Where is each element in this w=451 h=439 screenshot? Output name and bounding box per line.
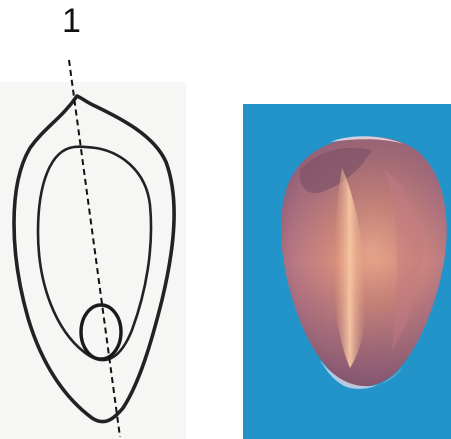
seed-photo bbox=[243, 104, 451, 439]
seed-drawing bbox=[0, 60, 186, 439]
drawing-paper bbox=[0, 82, 186, 439]
